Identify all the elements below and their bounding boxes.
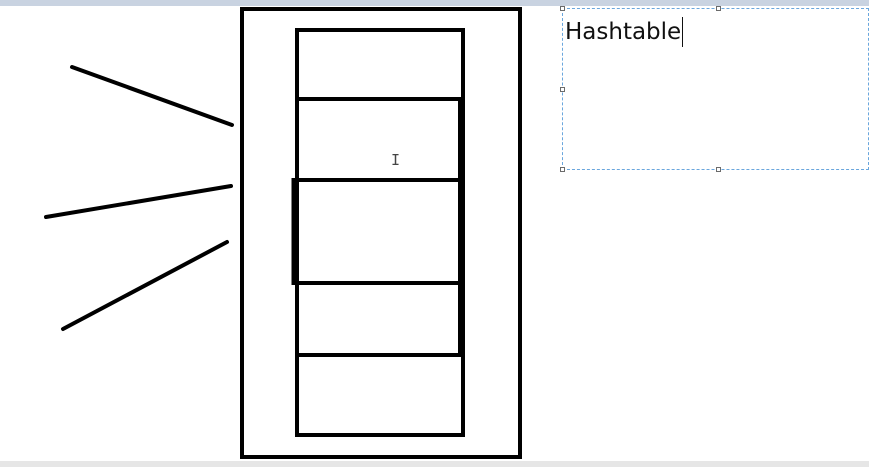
text-cursor-icon: I <box>391 151 401 169</box>
pointer-line-1[interactable] <box>70 65 234 127</box>
resize-handle-middle-left[interactable] <box>560 87 565 92</box>
resize-handle-bottom-left[interactable] <box>560 167 565 172</box>
text-caret <box>682 17 684 47</box>
resize-handle-bottom-middle[interactable] <box>716 167 721 172</box>
text-box-label: Hashtable <box>565 19 682 45</box>
status-edge <box>0 461 869 467</box>
toolbar-edge <box>0 0 869 6</box>
hashtable-array-rect[interactable] <box>295 28 465 437</box>
pointer-line-2[interactable] <box>44 184 233 219</box>
resize-handle-top-left[interactable] <box>560 6 565 11</box>
text-box[interactable]: Hashtable <box>560 6 869 172</box>
outer-container-rect[interactable] <box>240 7 522 459</box>
text-box-content[interactable]: Hashtable <box>565 17 684 47</box>
pointer-line-3[interactable] <box>61 240 229 331</box>
resize-handle-top-middle[interactable] <box>716 6 721 11</box>
